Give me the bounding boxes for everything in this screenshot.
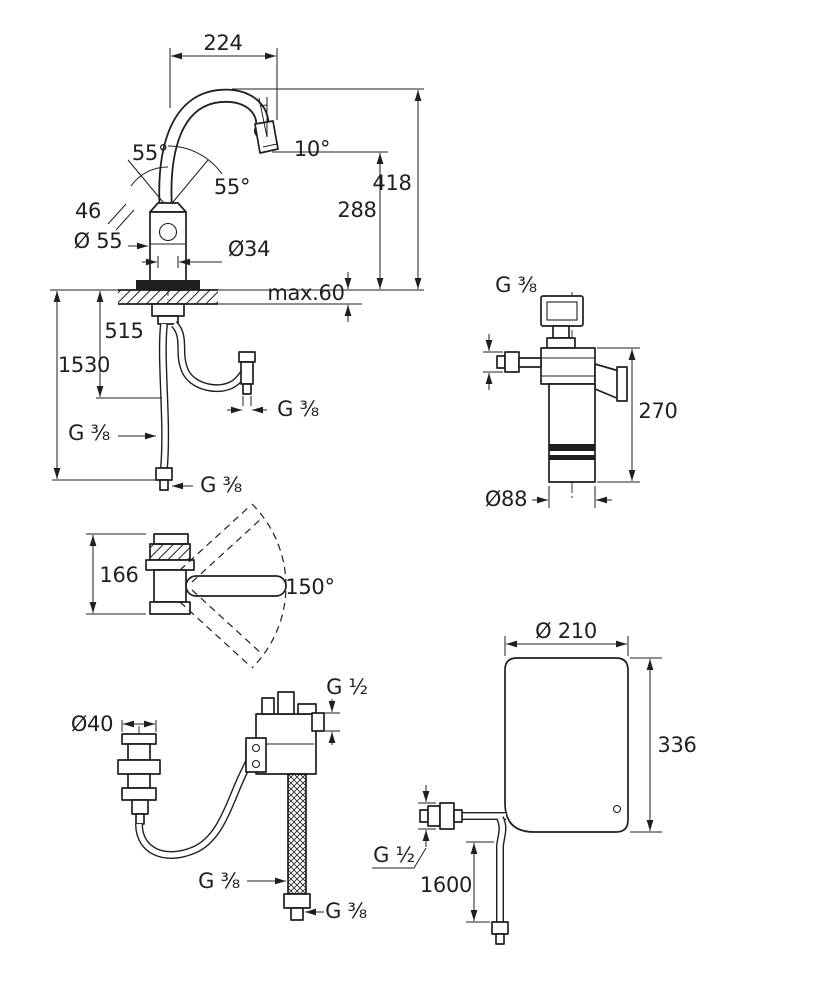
conn-g38-right-label: G ³⁄₈: [277, 397, 319, 421]
dim-deck-thickness-label: max.60: [267, 281, 344, 305]
dim-mounting-diameter-label: Ø40: [71, 712, 113, 736]
dim-hose-515-label: 515: [104, 319, 143, 343]
dim-shank-diameter-label: Ø34: [228, 237, 270, 261]
dim-boiler-diameter-label: Ø 210: [535, 619, 597, 643]
dim-handle-width-label: 46: [75, 199, 101, 223]
angle-handle-right-label: 55°: [214, 175, 250, 199]
filter-unit-view: G ³⁄₈ 270 Ø88: [483, 273, 678, 511]
dim-hose-1530-label: 1530: [58, 353, 110, 377]
swivel-range-view: 166 150°: [86, 503, 335, 669]
angle-outlet-label: 10°: [294, 137, 330, 161]
boiler-geometry: [419, 657, 629, 945]
dim-hose-length-label: 1600: [420, 873, 472, 897]
dim-height-outlet-label: 288: [337, 198, 376, 222]
conn-hose-side-label: G ³⁄₈: [198, 869, 240, 893]
conn-filter-inlet-label: G ³⁄₈: [495, 273, 537, 297]
dim-swivel-height-label: 166: [99, 563, 138, 587]
filter-unit-dimensions: G ³⁄₈ 270 Ø88: [483, 273, 678, 511]
dim-filter-diameter-label: Ø88: [485, 487, 527, 511]
dim-filter-height-label: 270: [638, 399, 677, 423]
mounting-unit-geometry: [117, 691, 325, 921]
faucet-front-view: 224 418 288 55° 55° 10° 46 Ø 55: [50, 31, 424, 497]
filter-unit-geometry: [496, 292, 628, 500]
dim-height-top-label: 418: [372, 171, 411, 195]
swivel-range-geometry: [145, 503, 287, 669]
dim-spout-reach-label: 224: [203, 31, 242, 55]
swivel-range-dimensions: 166 150°: [86, 533, 335, 615]
conn-hose-end-label: G ³⁄₈: [325, 899, 367, 923]
angle-handle-left-label: 55°: [132, 141, 168, 165]
angle-swivel-label: 150°: [285, 575, 334, 599]
dim-body-diameter-label: Ø 55: [74, 229, 123, 253]
mounting-unit-view: G ¹⁄₂ Ø40 G ³⁄₈ G ³⁄₈: [71, 675, 368, 923]
dim-boiler-height-label: 336: [657, 733, 696, 757]
conn-boiler-inlet-label: G ¹⁄₂: [373, 843, 415, 867]
conn-mounting-top-label: G ¹⁄₂: [326, 675, 368, 699]
boiler-dimensions: Ø 210 336 G ¹⁄₂ 1600: [372, 619, 697, 923]
faucet-front-dimensions: 224 418 288 55° 55° 10° 46 Ø 55: [50, 31, 424, 497]
conn-g38-left-label: G ³⁄₈: [68, 421, 110, 445]
faucet-front-geometry: [118, 88, 279, 491]
boiler-view: Ø 210 336 G ¹⁄₂ 1600: [372, 619, 697, 945]
mounting-unit-dimensions: G ¹⁄₂ Ø40 G ³⁄₈ G ³⁄₈: [71, 675, 368, 923]
conn-g38-bottom-label: G ³⁄₈: [200, 473, 242, 497]
